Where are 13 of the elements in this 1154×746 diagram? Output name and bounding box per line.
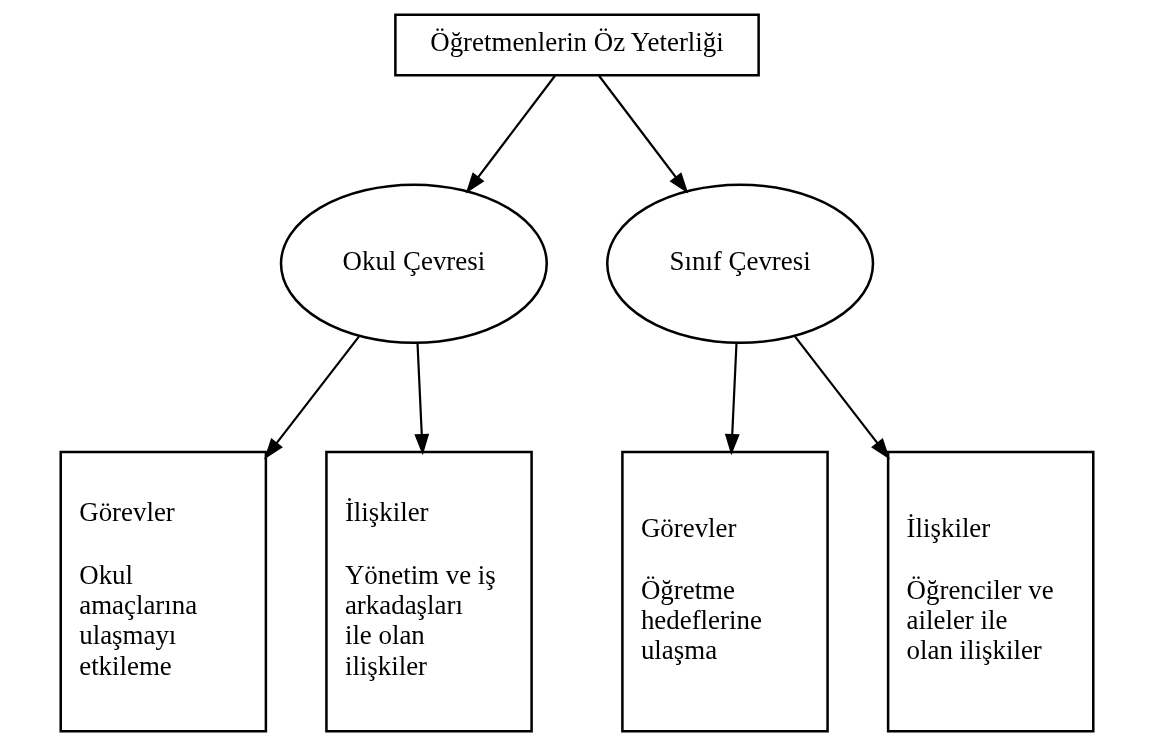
node-box: Görevler Okul amaçlarına ulaşmayı etkileme xyxy=(59,450,268,733)
node-box: Görevler Öğretme hedeflerine ulaşma xyxy=(621,450,829,733)
arrow xyxy=(724,343,740,456)
arrow xyxy=(465,75,556,194)
arrow xyxy=(264,335,360,460)
node-box: İlişkiler Öğrenciler ve aileler ile olan ilişkiler xyxy=(886,450,1095,733)
node-ellipse: Okul Çevresi xyxy=(279,183,548,344)
node-box: Öğretmenlerin Öz Yeterliği xyxy=(394,13,760,77)
arrow xyxy=(794,335,890,460)
arrow xyxy=(598,75,689,194)
node-ellipse: Sınıf Çevresi xyxy=(606,183,875,344)
arrow xyxy=(414,343,430,456)
node-box: İlişkiler Yönetim ve iş arkadaşları ile olan ilişkiler xyxy=(325,450,533,733)
